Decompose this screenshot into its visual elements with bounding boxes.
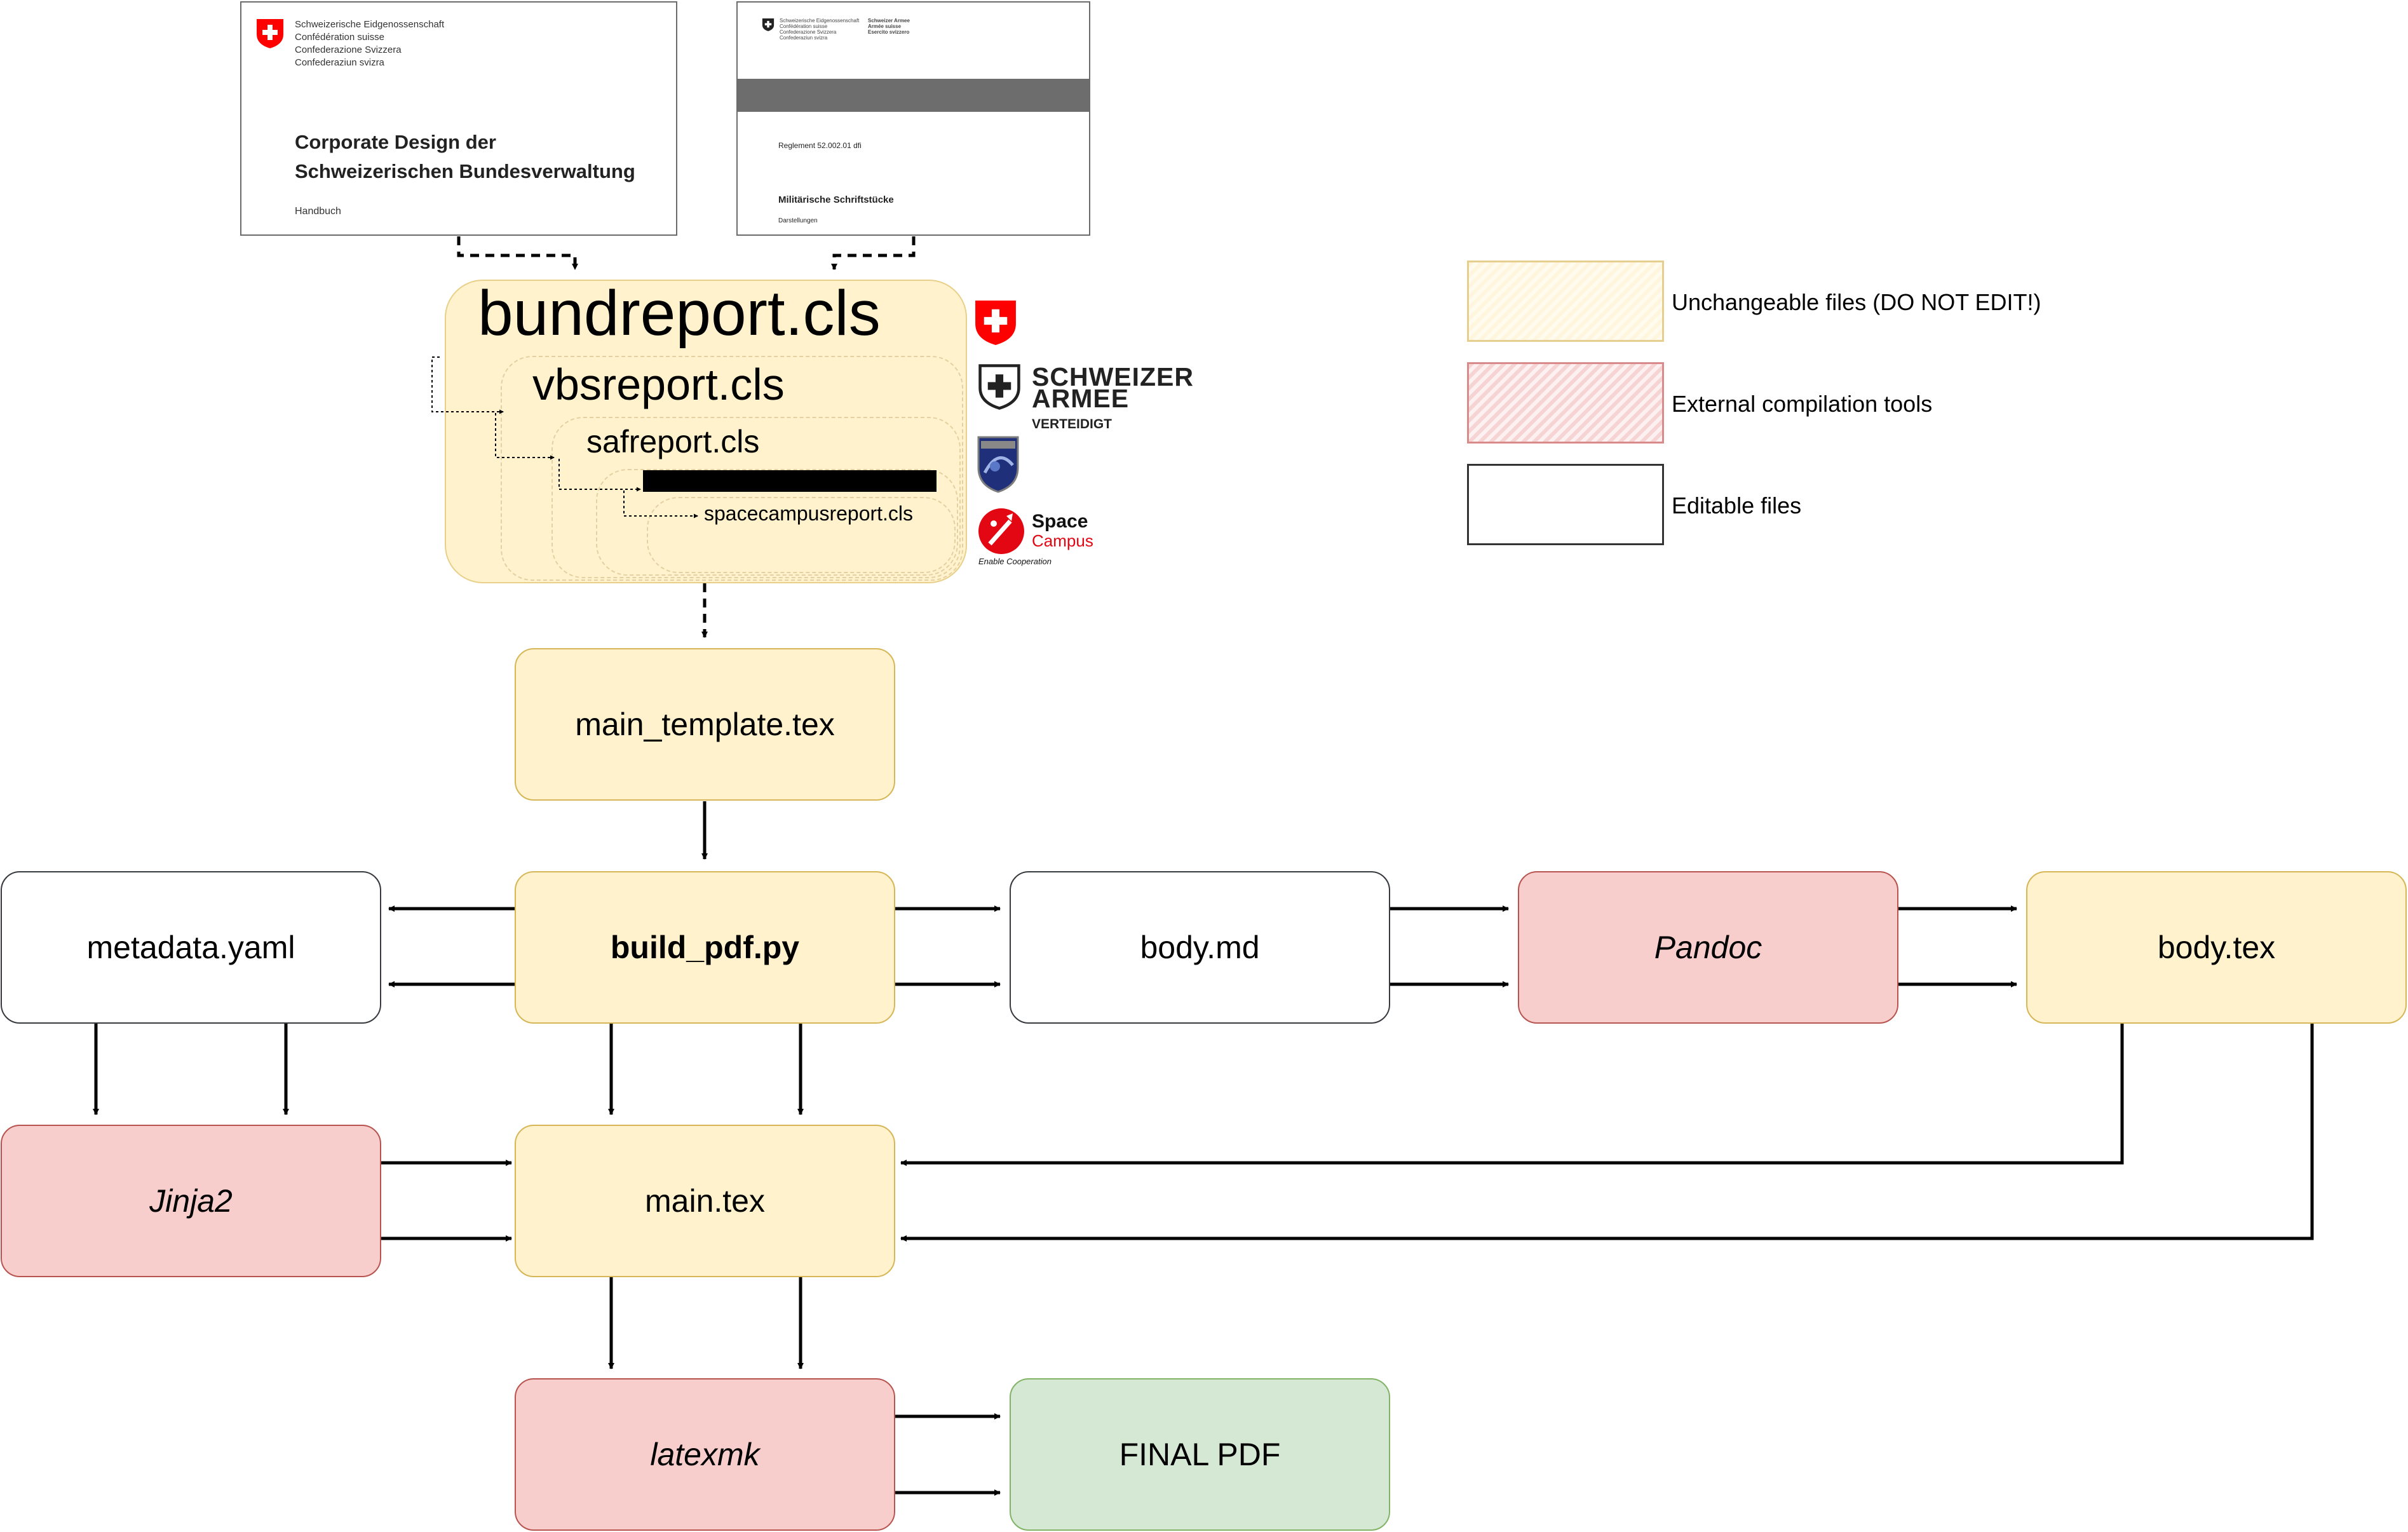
redacted-class-container [596, 469, 958, 576]
military-document: Schweizerische Eidgenossenschaft Confédé… [736, 1, 1090, 236]
spacecampusreport-class-label: spacecampusreport.cls [704, 502, 914, 525]
legend-external-swatch [1467, 362, 1664, 444]
safreport-class-label: safreport.cls [586, 424, 760, 459]
main-template-node[interactable]: main_template.tex [515, 648, 895, 801]
grey-title-band [738, 79, 1089, 112]
safreport-class-container [551, 417, 961, 578]
space-campus-tagline: Enable Cooperation [978, 557, 1052, 566]
header-line: Confederazione Svizzera [780, 29, 837, 35]
edge-bodytex-to-maintex-2 [900, 1024, 2314, 1242]
header-line: Confédération suisse [780, 24, 828, 29]
document-title-line2: Schweizerischen Bundesverwaltung [295, 160, 635, 182]
armee-shield-icon [978, 364, 1020, 410]
vbsreport-class-container [501, 356, 963, 581]
bundreport-class-label: bundreport.cls [478, 278, 881, 349]
document-title: Militärische Schriftstücke [778, 194, 894, 205]
header-line: Confederazione Svizzera [295, 44, 402, 55]
legend-unchangeable-swatch [1467, 261, 1664, 342]
spacecampusreport-class-container [647, 497, 956, 573]
header-line: Confédération suisse [295, 32, 384, 43]
legend-editable-swatch [1467, 464, 1664, 545]
header-line: Schweizer Armee [868, 18, 910, 24]
space-campus-word2: Campus [1032, 531, 1093, 550]
document-subtitle: Handbuch [295, 206, 341, 217]
reglement-number: Reglement 52.002.01 dfi [778, 141, 862, 150]
pandoc-node[interactable]: Pandoc [1518, 871, 1898, 1024]
metadata-yaml-node[interactable]: metadata.yaml [1, 871, 381, 1024]
corporate-design-document: Schweizerische Eidgenossenschaft Confédé… [240, 1, 677, 236]
swiss-cross-icon [762, 18, 774, 31]
redacted-class-label [643, 470, 937, 492]
legend-external-label: External compilation tools [1672, 391, 1933, 417]
vbsreport-class-label: vbsreport.cls [532, 360, 785, 409]
schweizer-armee-logo: SCHWEIZER ARMEE VERTEIDIGT [977, 360, 1206, 436]
jinja2-node[interactable]: Jinja2 [1, 1125, 381, 1277]
header-line: Confederaziun svizra [295, 57, 384, 68]
swiss-cross-icon [257, 19, 283, 48]
body-md-node[interactable]: body.md [1010, 871, 1390, 1024]
latexmk-node[interactable]: latexmk [515, 1378, 895, 1531]
space-campus-logo: Space Campus Enable Cooperation [977, 507, 1123, 568]
header-line: Schweizerische Eidgenossenschaft [295, 19, 445, 30]
header-line: Schweizerische Eidgenossenschaft [780, 18, 860, 24]
armee-tagline: VERTEIDIGT [1032, 417, 1113, 431]
edge-bodytex-to-maintex-1 [900, 1024, 2124, 1166]
edge-mil-to-bundreport [831, 236, 916, 270]
legend-unchangeable-label: Unchangeable files (DO NOT EDIT!) [1672, 289, 2041, 315]
space-campus-word1: Space [1032, 511, 1088, 532]
saf-badge-icon [977, 436, 1019, 493]
legend-editable-label: Editable files [1672, 492, 1802, 519]
document-title-line1: Corporate Design der [295, 131, 496, 153]
body-tex-node[interactable]: body.tex [2026, 871, 2407, 1024]
edge-cd-to-bundreport [457, 236, 578, 270]
header-line: Esercito svizzero [868, 29, 910, 35]
document-subtitle: Darstellungen [778, 217, 818, 224]
swiss-shield-logo-icon [975, 301, 1016, 345]
header-line: Armée suisse [868, 24, 902, 29]
build-pdf-node[interactable]: build_pdf.py [515, 871, 895, 1024]
armee-name-line1: SCHWEIZER [1032, 362, 1194, 391]
main-tex-node[interactable]: main.tex [515, 1125, 895, 1277]
armee-name-line2: ARMEE [1032, 384, 1130, 413]
header-line: Confederaziun svizra [780, 35, 828, 41]
final-pdf-node[interactable]: FINAL PDF [1010, 1378, 1390, 1531]
space-campus-mark-icon [978, 508, 1024, 554]
